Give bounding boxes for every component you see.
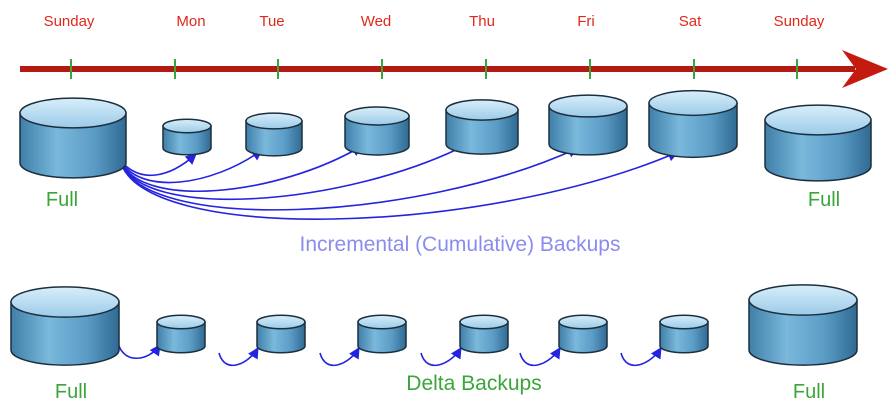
- delta-arrow: [218, 347, 259, 367]
- delta-arrow: [519, 347, 561, 367]
- delta-arrow: [319, 347, 360, 367]
- incremental-full-cylinder-start: [19, 97, 127, 179]
- delta-arrow: [620, 347, 662, 367]
- timeline-ticks: [70, 59, 798, 79]
- incremental-end-full-label: Full: [808, 189, 840, 211]
- incremental-backups-row: [19, 89, 872, 182]
- day-labels: Sunday Mon Tue Wed Thu Fri Sat Sunday: [44, 13, 825, 30]
- delta-full-cylinder-start: [10, 286, 120, 366]
- incremental-start-full-label: Full: [46, 189, 78, 211]
- incremental-arrows: [119, 143, 680, 220]
- delta-arrow: [420, 347, 462, 367]
- day-label-wed: Wed: [361, 13, 392, 30]
- day-label-mon: Mon: [176, 13, 205, 30]
- incremental-arrow: [119, 153, 197, 176]
- delta-backup-cylinder-wed: [357, 314, 407, 354]
- delta-backups-row: [10, 284, 858, 366]
- day-label-sunday-end: Sunday: [774, 13, 825, 30]
- incremental-backup-cylinder-mon: [162, 118, 212, 156]
- delta-end-full-label: Full: [793, 381, 825, 403]
- incremental-caption: Incremental (Cumulative) Backups: [300, 233, 621, 256]
- day-label-fri: Fri: [577, 13, 595, 30]
- incremental-arrow: [119, 145, 363, 192]
- timeline-arrowhead-icon: [842, 50, 888, 88]
- incremental-full-cylinder-end: [764, 104, 872, 182]
- delta-backup-cylinder-thu: [459, 314, 509, 354]
- incremental-backup-cylinder-thu: [445, 99, 519, 155]
- delta-backup-cylinder-tue: [256, 314, 306, 354]
- incremental-backup-cylinder-wed: [344, 106, 410, 156]
- delta-backup-cylinder-sat: [659, 314, 709, 354]
- timeline: Sunday Mon Tue Wed Thu Fri Sat Sunday: [20, 13, 888, 88]
- delta-arrows: [117, 342, 662, 367]
- delta-full-cylinder-end: [748, 284, 858, 366]
- incremental-arrow: [119, 147, 580, 211]
- delta-start-full-label: Full: [55, 381, 87, 403]
- day-label-thu: Thu: [469, 13, 495, 30]
- delta-caption: Delta Backups: [406, 372, 541, 395]
- incremental-backup-cylinder-tue: [245, 112, 303, 157]
- incremental-backup-cylinder-sat: [648, 89, 738, 159]
- day-label-sat: Sat: [679, 13, 702, 30]
- day-label-tue: Tue: [259, 13, 284, 30]
- incremental-arrow: [119, 149, 263, 184]
- incremental-arrow: [119, 150, 680, 220]
- delta-backup-cylinder-fri: [558, 314, 608, 354]
- delta-backup-cylinder-mon: [156, 314, 206, 354]
- incremental-backup-cylinder-fri: [548, 94, 628, 156]
- incremental-arrow: [119, 143, 469, 201]
- day-label-sunday-start: Sunday: [44, 13, 95, 30]
- delta-arrow: [117, 342, 161, 359]
